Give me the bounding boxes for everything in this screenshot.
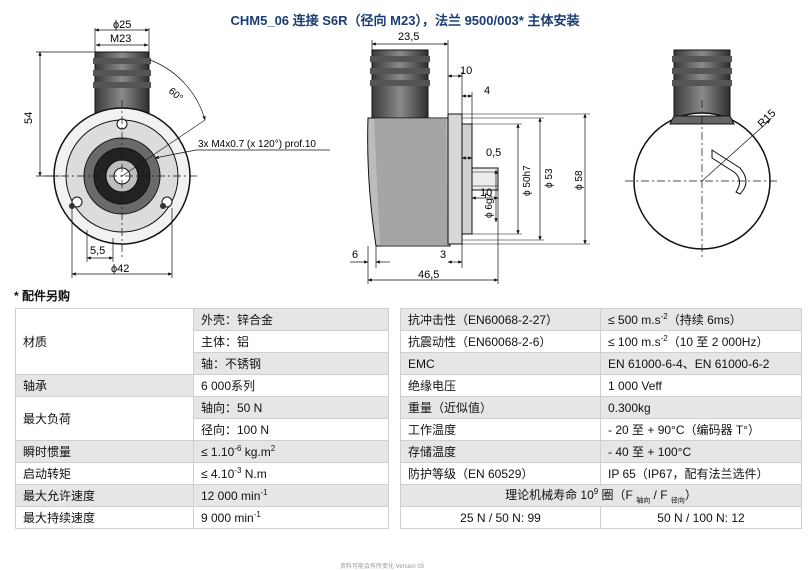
front-view: ϕ25 M23 54 60° 3x M4x0.7 (x 120°) prof.1… [23,19,330,278]
cell-label-emc: EMC [400,352,601,375]
cell-label-storage-temp: 存储温度 [400,440,601,463]
table-row: 材质 外壳：锌合金 抗冲击性（EN60068-2-27） ≤ 500 m.s-2… [15,308,802,375]
cell-inertia: ≤ 1.10-6 kg.m2 [193,440,389,463]
cell-weight: 0.300kg [600,396,802,419]
dim-23-5: 23,5 [398,31,419,43]
spec-table: 材质 外壳：锌合金 抗冲击性（EN60068-2-27） ≤ 500 m.s-2… [15,308,802,529]
dim-0-5: 0,5 [486,147,501,159]
dim-d42: ϕ42 [111,263,129,275]
cell-label-insulation: 绝缘电压 [400,374,601,397]
rear-view: R15 [625,49,779,260]
cell-storage-temp: - 40 至 + 100°C [600,440,802,463]
footer-note: 资料可能会有所变化 Version 03 [340,564,425,570]
dim-d58: ϕ 58 [574,170,585,190]
accessory-note: * 配件另购 [14,289,71,303]
cell-housing: 外壳：锌合金 [193,308,389,331]
cell-label-torque: 启动转矩 [15,462,194,485]
cell-life-right: 50 N / 100 N: 12 [600,506,802,529]
table-row: 轴承 6 000系列 绝缘电压 1 000 Veff [15,374,802,397]
dim-6: 6 [352,249,358,261]
cell-op-temp: - 20 至 + 90°C（编码器 T°） [600,418,802,441]
cell-cont-speed: 9 000 min-1 [193,506,389,529]
cell-label-material: 材质 [15,308,194,375]
cell-label-weight: 重量（近似值） [400,396,601,419]
cell-torque: ≤ 4.10-3 N.m [193,462,389,485]
table-row: 主体：铝 抗震动性（EN60068-2-6） ≤ 100 m.s-2（10 至 … [16,330,802,353]
cell-vibration: ≤ 100 m.s-2（10 至 2 000Hz） [600,330,802,353]
cell-label-inertia: 瞬时惯量 [15,440,194,463]
dim-m23: M23 [110,33,131,45]
dim-d53: ϕ 53 [544,168,555,188]
page-title: CHM5_06 连接 S6R（径向 M23），法兰 9500/003* 主体安装 [230,13,580,28]
dim-d25: ϕ25 [113,19,131,31]
dim-d6g7: ϕ 6g7 [484,192,495,218]
cell-max-speed: 12 000 min-1 [193,484,389,507]
thread-callout: 3x M4x0.7 (x 120°) prof.10 [198,139,316,150]
cell-label-vibration: 抗震动性（EN60068-2-6） [400,330,601,353]
cell-life-header: 理论机械寿命 109 圈（F 轴向 / F 径向） [400,484,802,507]
cell-label-shock: 抗冲击性（EN60068-2-27） [400,308,601,331]
cell-emc: EN 61000-6-4、EN 61000-6-2 [600,352,802,375]
cell-shaft: 轴：不锈钢 [193,352,389,375]
dim-d50h7: ϕ 50h7 [522,165,533,196]
cell-label-cont-speed: 最大持续速度 [15,506,194,529]
table-row: 径向：100 N 工作温度 - 20 至 + 90°C（编码器 T°） [16,418,802,441]
dim-10-shaft: 10 [480,187,492,199]
dim-54: 54 [23,112,35,124]
side-view: 23,5 10 4 0,5 ϕ 50h7 ϕ 53 ϕ 58 10 ϕ 6g7 … [350,31,590,284]
table-row: 最大持续速度 9 000 min-1 25 N / 50 N: 99 50 N … [15,506,802,529]
cell-label-max-speed: 最大允许速度 [15,484,194,507]
dim-10: 10 [460,65,472,77]
cell-body: 主体：铝 [193,330,389,353]
cell-insulation: 1 000 Veff [600,374,802,397]
cell-protection: IP 65（IP67，配有法兰选件） [600,462,802,485]
table-row: 最大负荷 轴向：50 N 重量（近似值） 0.300kg [15,396,802,441]
cell-axial: 轴向：50 N [193,396,389,419]
dim-4: 4 [484,85,490,97]
dim-46-5: 46,5 [418,269,439,281]
table-row: 最大允许速度 12 000 min-1 理论机械寿命 109 圈（F 轴向 / … [15,484,802,507]
cell-life-left: 25 N / 50 N: 99 [400,506,601,529]
dim-r15: R15 [756,107,779,130]
cell-label-bearing: 轴承 [15,374,194,397]
cell-label-op-temp: 工作温度 [400,418,601,441]
table-row: 瞬时惯量 ≤ 1.10-6 kg.m2 存储温度 - 40 至 + 100°C [15,440,802,463]
cell-shock: ≤ 500 m.s-2（持续 6ms） [600,308,802,331]
cell-label-max-load: 最大负荷 [15,396,194,441]
table-row: 轴：不锈钢 EMC EN 61000-6-4、EN 61000-6-2 [16,352,802,375]
cell-radial: 径向：100 N [193,418,389,441]
dim-angle-60: 60° [166,86,185,104]
cell-bearing: 6 000系列 [193,374,389,397]
dim-3: 3 [440,249,446,261]
table-row: 启动转矩 ≤ 4.10-3 N.m 防护等级（EN 60529） IP 65（I… [15,462,802,485]
technical-drawing: ϕ25 M23 54 60° 3x M4x0.7 (x 120°) prof.1… [23,19,779,284]
dim-5-5: 5,5 [90,245,105,257]
cell-label-protection: 防护等级（EN 60529） [400,462,601,485]
